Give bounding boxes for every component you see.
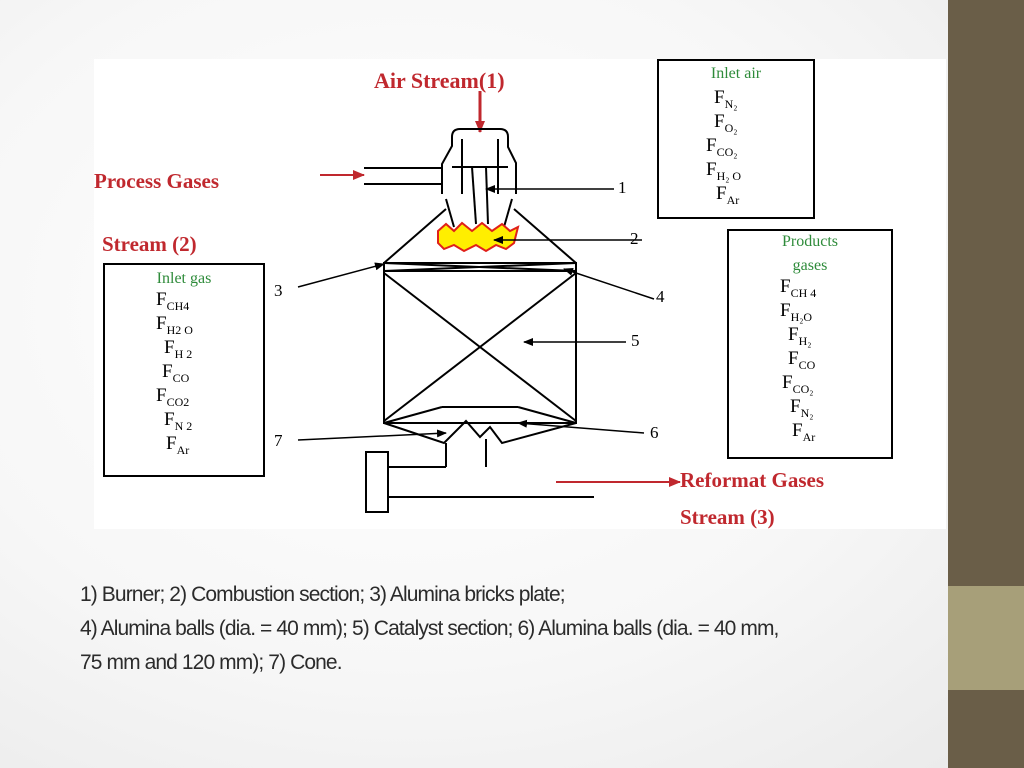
svg-text:FCO₂: FCO₂: [706, 135, 737, 159]
products-title-line2: gases: [793, 257, 828, 274]
reactor-diagram: Air Stream(1) Process Gases Stream (2) R…: [94, 59, 893, 529]
svg-text:FO₂: FO₂: [714, 111, 737, 135]
reformat-gases-label: Reformat Gases: [680, 468, 824, 492]
svg-text:FAr: FAr: [716, 183, 739, 207]
burner: [364, 128, 517, 228]
svg-text:FH₂O: FH₂O: [780, 300, 812, 324]
caption-line-1: 1) Burner; 2) Combustion section; 3) Alu…: [80, 583, 566, 606]
products-title-line1: Products: [782, 233, 838, 250]
callout-1: 1: [618, 178, 627, 197]
caption-line-2: 4) Alumina balls (dia. = 40 mm); 5) Cata…: [80, 617, 779, 640]
svg-text:FCO₂: FCO₂: [782, 372, 813, 396]
svg-text:FH2 O: FH2 O: [156, 313, 193, 337]
svg-text:FCO: FCO: [788, 348, 816, 372]
svg-text:FCH4: FCH4: [156, 289, 189, 313]
callout-6: 6: [650, 423, 659, 442]
reactor-vessel: [365, 208, 594, 513]
svg-text:FCH 4: FCH 4: [780, 276, 816, 300]
svg-text:FN 2: FN 2: [164, 409, 192, 433]
caption-line-3: 75 mm and 120 mm); 7) Cone.: [80, 651, 343, 674]
callout-5: 5: [631, 331, 640, 350]
inlet-air-title: Inlet air: [711, 65, 762, 82]
svg-text:FCO: FCO: [162, 361, 190, 385]
callout-line-7: [297, 429, 447, 441]
svg-text:FH₂ O: FH₂ O: [706, 159, 741, 183]
process-gases-label: Process Gases: [94, 169, 219, 193]
svg-text:FAr: FAr: [166, 433, 189, 457]
combustion-flame: [437, 221, 520, 253]
figure-caption: 1) Burner; 2) Combustion section; 3) Alu…: [80, 578, 960, 680]
callout-3: 3: [274, 281, 283, 300]
callout-line-6: [517, 419, 645, 434]
stream3-label: Stream (3): [680, 505, 775, 529]
callout-7: 7: [274, 431, 283, 450]
svg-text:FH₂: FH₂: [788, 324, 811, 348]
air-stream-label: Air Stream(1): [374, 68, 505, 93]
reactor-figure: Air Stream(1) Process Gases Stream (2) R…: [94, 59, 946, 529]
svg-text:FN₂: FN₂: [790, 396, 813, 420]
sidebar-accent-block: [948, 586, 1024, 690]
svg-text:FAr: FAr: [792, 420, 815, 444]
stream2-label: Stream (2): [102, 232, 197, 256]
inlet-air-box: Inlet air FN₂ FO₂ FCO₂ FH₂ O FAr: [657, 59, 815, 219]
svg-text:FN₂: FN₂: [714, 87, 737, 111]
inlet-gas-box: Inlet gas FCH4 FH2 O FH 2 FCO FCO2 FN 2 …: [103, 263, 265, 477]
svg-text:FH 2: FH 2: [164, 337, 192, 361]
callout-4: 4: [656, 287, 665, 306]
callout-line-4: [563, 268, 655, 300]
callout-2: 2: [630, 229, 639, 248]
svg-text:FCO2: FCO2: [156, 385, 189, 409]
products-gases-box: Products gases FCH 4 FH₂O FH₂ FCO FCO₂ F…: [727, 229, 893, 459]
inlet-gas-title: Inlet gas: [157, 270, 212, 287]
callout-line-3: [297, 262, 385, 288]
